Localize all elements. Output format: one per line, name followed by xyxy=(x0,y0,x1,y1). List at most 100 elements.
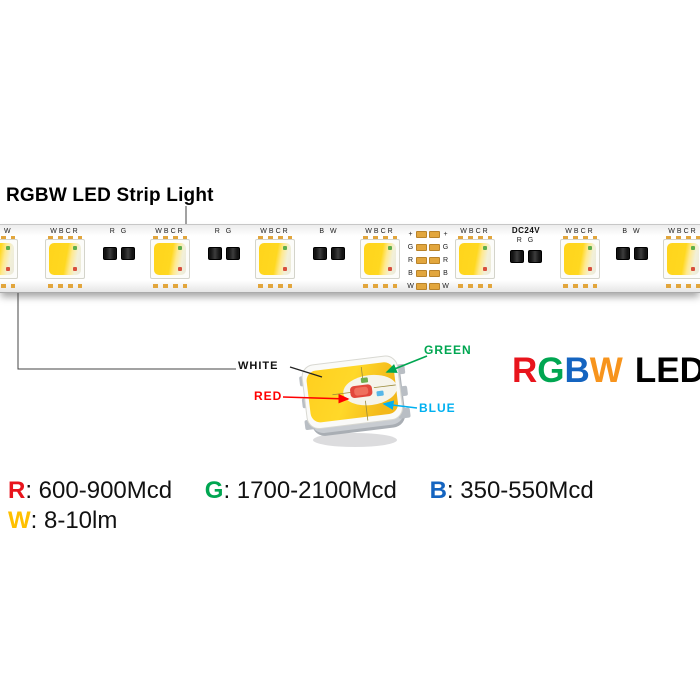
die-cavity xyxy=(343,374,398,406)
resistor-label: R G xyxy=(109,228,129,235)
pad-label: WBCR xyxy=(460,228,490,235)
solder-ticks xyxy=(48,284,82,288)
pad-label: WBCR xyxy=(260,228,290,235)
solder-ticks xyxy=(0,284,15,288)
strip-segment-led: WBCR xyxy=(150,225,190,292)
chip-pad xyxy=(397,407,411,419)
resistor xyxy=(616,247,630,260)
spec-value-b: : 350-550Mcd xyxy=(446,477,594,504)
resistor-label: B W xyxy=(319,228,339,235)
page-title: RGBW LED Strip Light xyxy=(6,185,214,206)
dc24v-label: DC24V xyxy=(511,226,541,235)
green-die xyxy=(73,246,77,250)
solder-ticks xyxy=(666,236,700,240)
red-die xyxy=(283,267,287,271)
pad-letter: B xyxy=(408,269,413,277)
led-chip xyxy=(0,239,18,279)
chip-pad xyxy=(392,363,406,375)
pad-letter: + xyxy=(408,230,413,238)
green-die xyxy=(691,246,695,250)
resistor xyxy=(313,247,327,260)
green-die xyxy=(178,246,182,250)
red-die xyxy=(388,267,392,271)
solder-pad xyxy=(416,256,427,264)
resistor-pair xyxy=(101,247,137,260)
resistor-pair xyxy=(311,247,347,260)
resistor xyxy=(226,247,240,260)
resistor xyxy=(528,250,542,263)
logo-letter-w: W xyxy=(589,351,623,390)
solder-ticks xyxy=(458,284,492,288)
spec-line-2: W: 8-10lm xyxy=(8,507,143,535)
spec-letter-r: R xyxy=(8,477,26,504)
led-chip xyxy=(663,239,700,279)
chip-pad xyxy=(299,375,312,387)
callout-green: GREEN xyxy=(424,343,472,357)
resistor xyxy=(510,250,524,263)
spec-red: R: 600-900Mcd xyxy=(8,477,172,504)
strip-segment-resistors: DC24V R G xyxy=(508,225,544,292)
callout-white: WHITE xyxy=(238,360,279,372)
green-die xyxy=(388,246,392,250)
pad-letter: B xyxy=(443,269,448,277)
solder-pad xyxy=(429,230,440,238)
red-die xyxy=(73,267,77,271)
strip-segment-resistors: B W xyxy=(614,225,650,292)
led-phosphor xyxy=(0,243,14,275)
callout-blue: BLUE xyxy=(419,401,456,415)
resistor xyxy=(103,247,117,260)
pad-letter: W xyxy=(442,282,449,290)
strip-segment-led: WBCR xyxy=(255,225,295,292)
solder-ticks xyxy=(363,236,397,240)
pad-label: WBCR xyxy=(50,228,80,235)
chip-side xyxy=(305,361,404,434)
resistor-pair xyxy=(614,247,650,260)
solder-pad xyxy=(416,230,427,238)
solder-ticks xyxy=(258,284,292,288)
solder-ticks xyxy=(153,236,187,240)
resistor-label: R G xyxy=(516,237,536,244)
solder-pad xyxy=(416,243,427,251)
green-die xyxy=(360,377,369,384)
chip-base xyxy=(307,363,406,436)
solder-ticks xyxy=(363,284,397,288)
solder-ticks xyxy=(666,284,700,288)
red-die xyxy=(588,267,592,271)
pad-label: WBCR xyxy=(155,228,185,235)
pad-label: WBCR xyxy=(565,228,595,235)
cut-point-pad-row: ++ xyxy=(405,228,451,240)
pad-label: W xyxy=(4,228,11,235)
logo-letter-g: G xyxy=(537,351,565,390)
strip-segment-led: WBCR xyxy=(455,225,495,292)
red-die xyxy=(691,267,695,271)
solder-pad xyxy=(416,282,427,290)
phosphor-area xyxy=(306,362,398,423)
solder-ticks xyxy=(153,284,187,288)
spec-value-w: : 8-10lm xyxy=(30,507,118,534)
resistor-pair xyxy=(508,250,544,263)
led-chip xyxy=(455,239,495,279)
led-chip xyxy=(360,239,400,279)
strip-segment-resistors: R G xyxy=(101,225,137,292)
strip-segment-led: WBCR xyxy=(45,225,85,292)
spec-line-1: R: 600-900Mcd G: 1700-2100Mcd B: 350-550… xyxy=(8,477,620,505)
led-chip xyxy=(45,239,85,279)
led-chip xyxy=(560,239,600,279)
spec-letter-b: B xyxy=(429,477,447,504)
pad-letter: R xyxy=(407,256,414,264)
logo-suffix: LED xyxy=(634,351,700,390)
red-die xyxy=(6,267,10,271)
chip-shadow xyxy=(313,433,397,447)
spec-letter-w: W xyxy=(8,507,31,534)
chip-pad xyxy=(301,397,315,409)
spec-blue: B: 350-550Mcd xyxy=(430,477,594,504)
strip-segment-led: WBCR xyxy=(360,225,400,292)
spec-white: W: 8-10lm xyxy=(8,507,117,534)
logo-letter-r: R xyxy=(512,351,538,390)
blue-callout-line xyxy=(382,400,418,410)
